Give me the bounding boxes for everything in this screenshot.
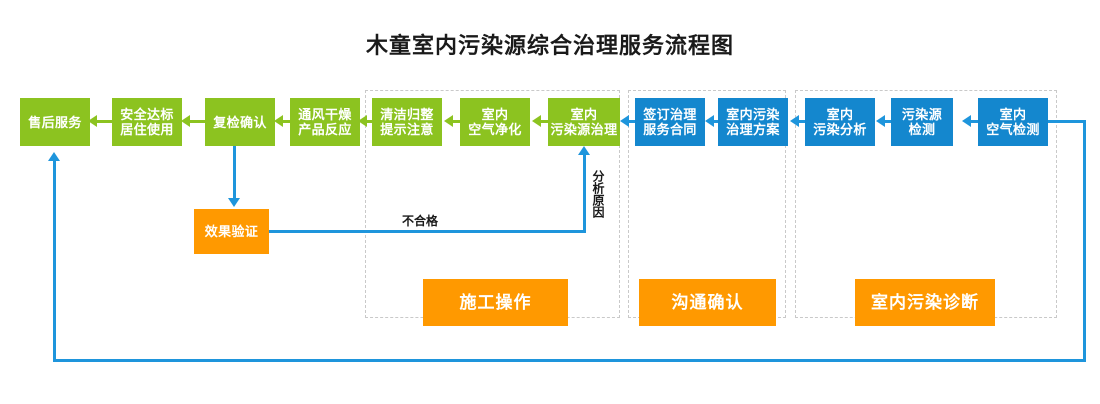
arrowhead-sourcedetect <box>962 115 971 127</box>
connector-safeliving-aftersales <box>95 120 112 123</box>
arrowhead-safeliving <box>181 115 190 127</box>
node-ventilate-dry[interactable]: 通风干燥 产品反应 <box>290 98 360 146</box>
tag-communication[interactable]: 沟通确认 <box>639 279 776 326</box>
connector-analyze-cause-vertical <box>583 153 586 233</box>
connector-global-return-right <box>1048 120 1086 123</box>
arrowhead-sourcetreat <box>620 115 629 127</box>
connector-unqualified-horizontal <box>269 230 586 233</box>
node-safe-living[interactable]: 安全达标 居住使用 <box>112 98 182 146</box>
connector-sourcetreat-purify <box>540 120 548 123</box>
connector-recheck-verify-vert <box>233 146 236 200</box>
connector-recheck-safeliving <box>188 120 205 123</box>
connector-contract-sourcetreat <box>628 120 635 123</box>
connector-ventilate-recheck <box>282 120 290 123</box>
arrowhead-contract <box>705 115 714 127</box>
node-source-treat[interactable]: 室内 污染源治理 <box>548 98 620 146</box>
connector-purify-clean <box>452 120 460 123</box>
arrowhead-purify <box>532 115 541 127</box>
connector-airdetect-sourcedetect <box>970 120 978 123</box>
connector-analysis-plan <box>798 120 805 123</box>
connector-global-return-up <box>53 160 56 362</box>
arrowhead-effect-verify <box>228 198 240 207</box>
connector-global-return-down <box>1083 120 1086 362</box>
node-treat-plan[interactable]: 室内污染 治理方案 <box>718 98 788 146</box>
node-clean-tidy[interactable]: 清洁归整 提示注意 <box>372 98 442 146</box>
tag-construction[interactable]: 施工操作 <box>423 279 568 326</box>
arrowhead-analysis <box>876 115 885 127</box>
arrowhead-recheck <box>274 115 283 127</box>
label-unqualified: 不合格 <box>402 214 439 228</box>
connector-global-return-bottom <box>53 359 1086 362</box>
arrowhead-ventilate <box>358 115 367 127</box>
arrowhead-plan <box>790 115 799 127</box>
tag-diagnosis[interactable]: 室内污染诊断 <box>855 279 995 326</box>
arrowhead-aftersales-return <box>48 152 60 161</box>
node-air-detect[interactable]: 室内 空气检测 <box>978 98 1048 146</box>
connector-clean-ventilate <box>365 120 372 123</box>
node-air-purify[interactable]: 室内 空气净化 <box>460 98 530 146</box>
node-aftersales[interactable]: 售后服务 <box>20 98 90 146</box>
arrowhead-source-treat-feedback <box>578 146 590 155</box>
label-analyze-cause: 分析原因 <box>591 170 605 218</box>
connector-detect-analysis <box>884 120 891 123</box>
node-sign-contract[interactable]: 签订治理 服务合同 <box>635 98 705 146</box>
arrowhead-clean <box>444 115 453 127</box>
connector-plan-contract <box>712 120 718 123</box>
page-title: 木童室内污染源综合治理服务流程图 <box>365 33 734 58</box>
node-recheck[interactable]: 复检确认 <box>205 98 275 146</box>
node-source-detect[interactable]: 污染源 检测 <box>891 98 953 146</box>
node-effect-verify[interactable]: 效果验证 <box>194 209 269 254</box>
arrowhead-aftersales <box>88 115 97 127</box>
node-pollution-analysis[interactable]: 室内 污染分析 <box>805 98 875 146</box>
